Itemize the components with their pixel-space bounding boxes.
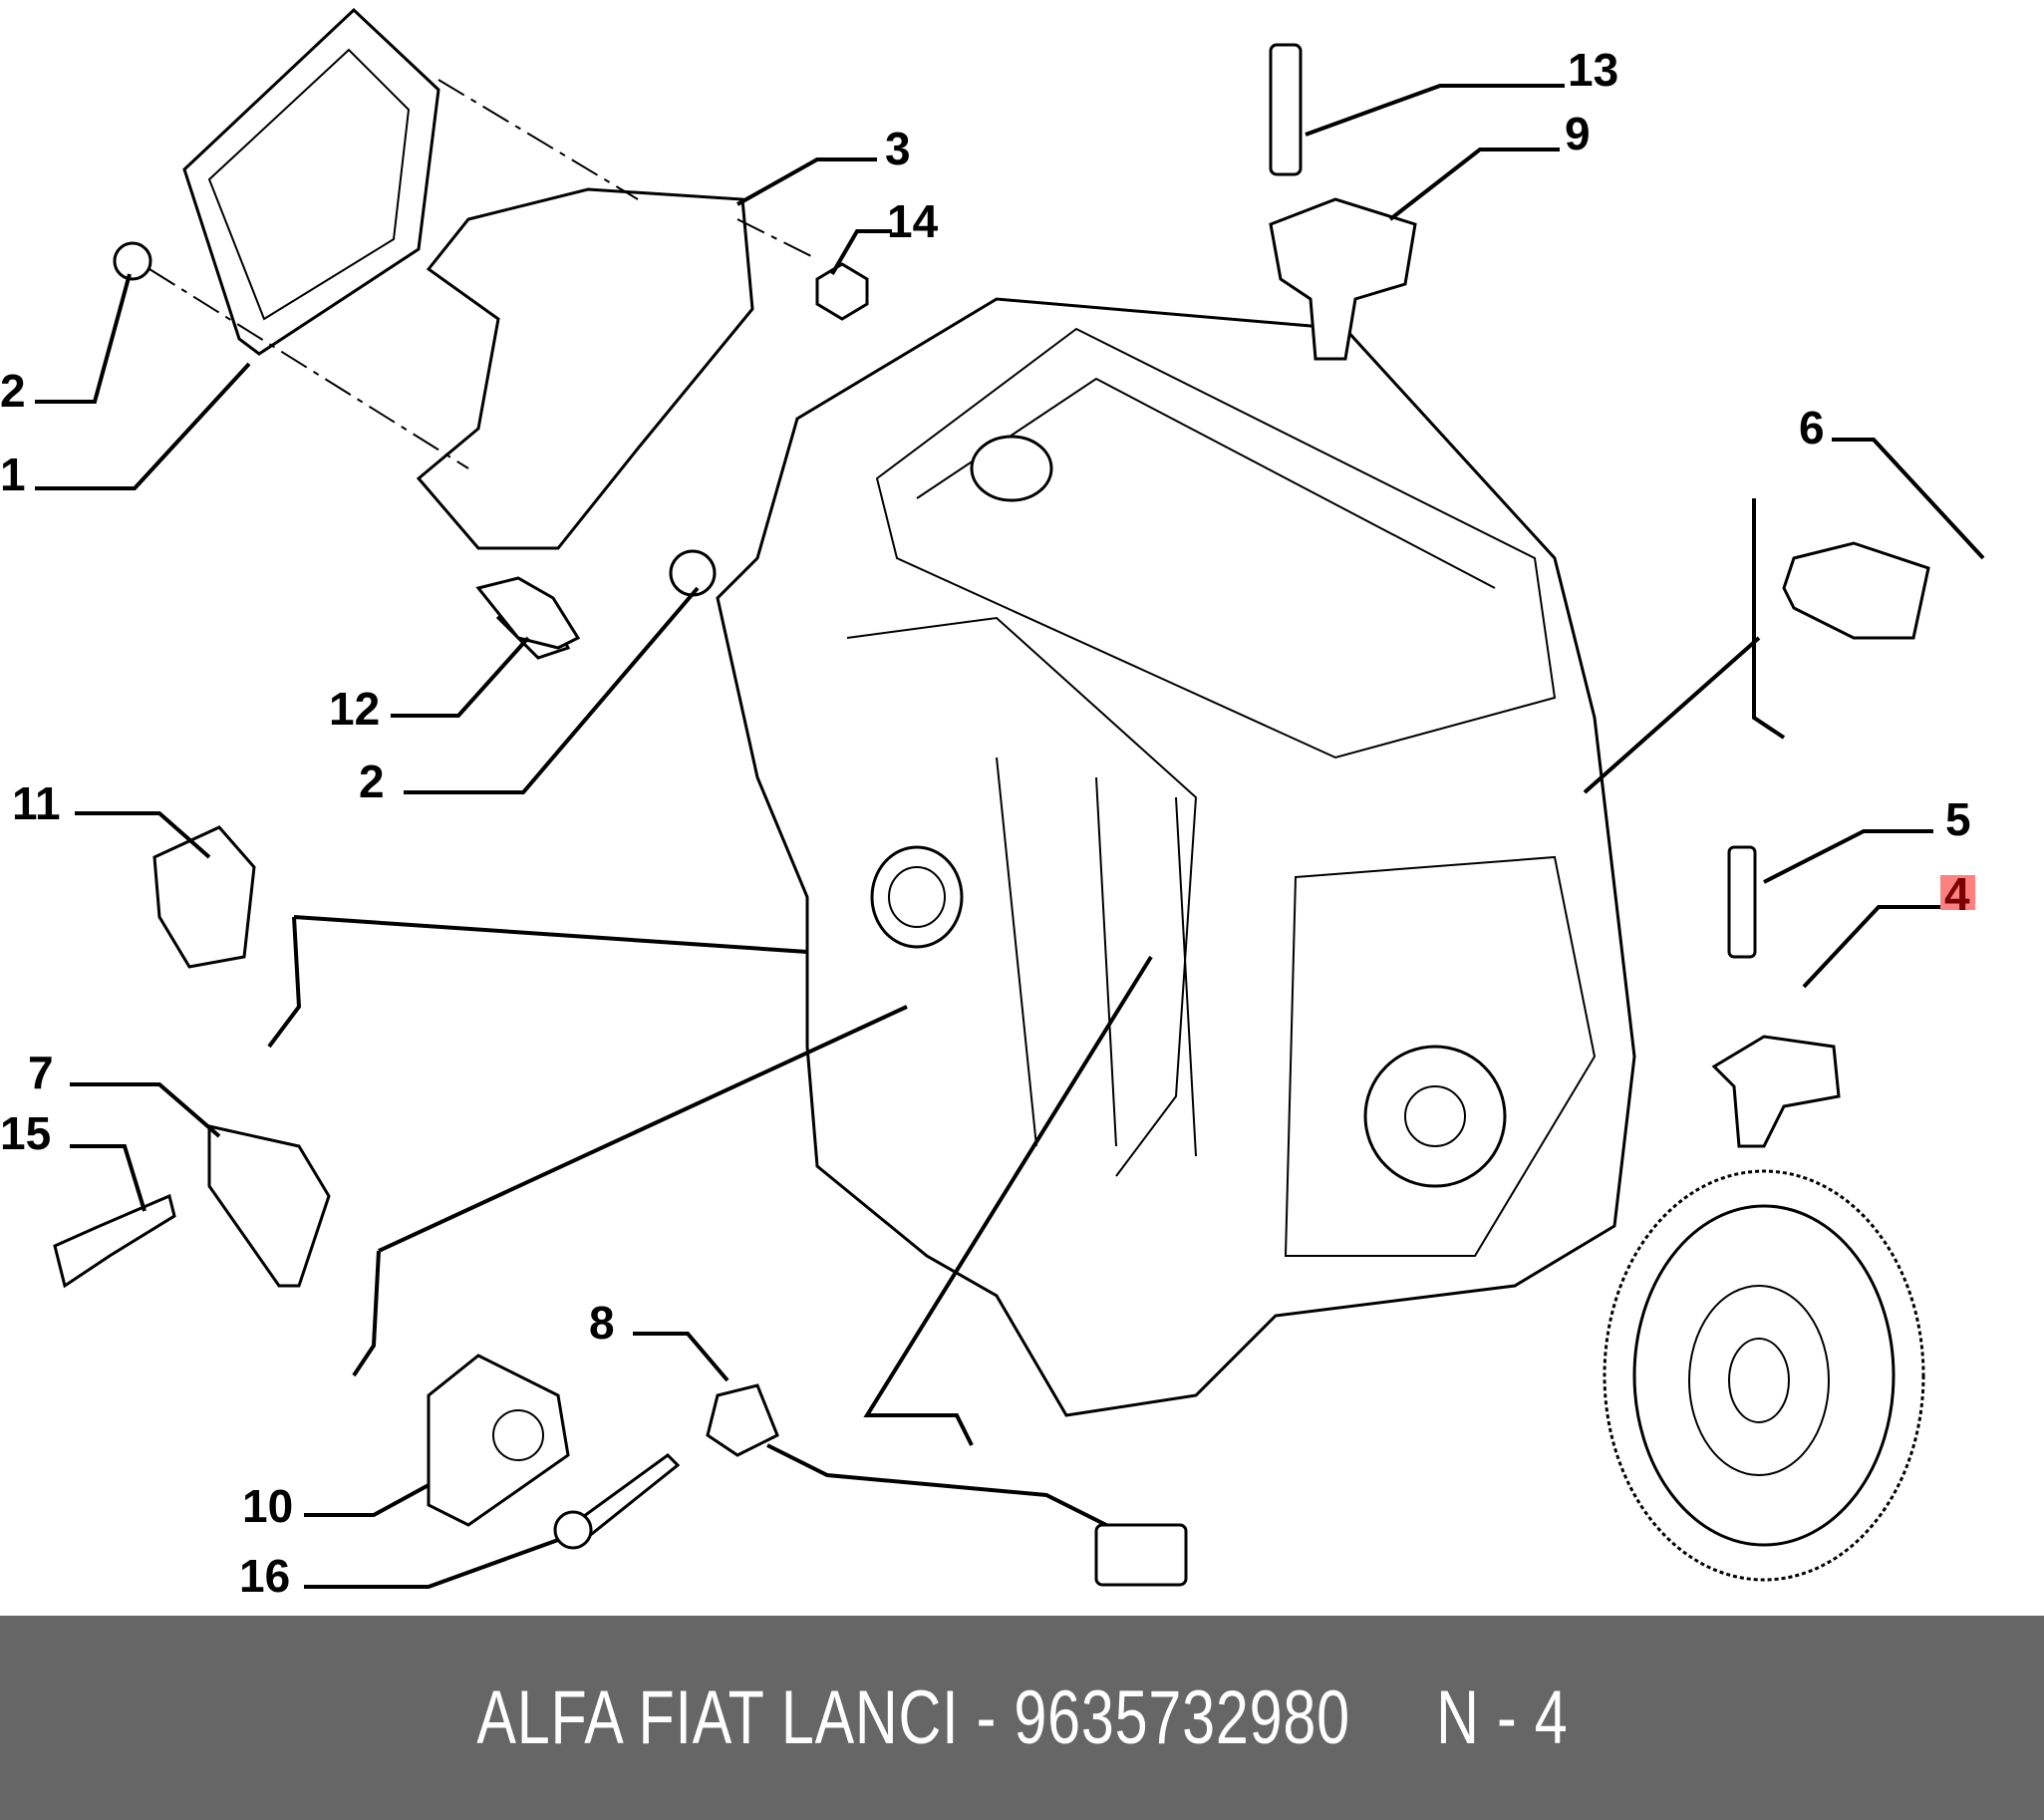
flywheel: [1603, 1169, 1925, 1582]
callout-1[interactable]: 1: [0, 449, 26, 500]
callout-11[interactable]: 11: [12, 777, 61, 829]
callout-15[interactable]: 15: [0, 1107, 51, 1159]
callout-13[interactable]: 13: [1568, 44, 1618, 96]
callout-6[interactable]: 6: [1799, 402, 1825, 454]
callout-14[interactable]: 14: [887, 195, 939, 247]
leader-lines: [35, 84, 1985, 1589]
callout-2-mid[interactable]: 2: [359, 756, 385, 807]
part-number-caption: ALFA FIAT LANCI - 9635732980 N - 4: [475, 1675, 1569, 1760]
callout-10[interactable]: 10: [242, 1480, 293, 1532]
parts-diagram: 13 9 3 14 2 1 6 12 2 11 5 4 7 15 8 10 16: [0, 7, 1985, 1602]
callout-16[interactable]: 16: [239, 1550, 290, 1602]
callout-8[interactable]: 8: [589, 1297, 615, 1349]
footer-bar: ALFA FIAT LANCI - 9635732980 N - 4: [0, 1616, 2044, 1820]
sensors: [53, 43, 1930, 1587]
callout-4-highlight: [1940, 875, 1975, 910]
ecu-and-bracket: [113, 7, 869, 660]
callout-9[interactable]: 9: [1565, 108, 1591, 159]
callout-7[interactable]: 7: [28, 1047, 54, 1098]
callouts: 13 9 3 14 2 1 6 12 2 11 5 4 7 15 8 10 16: [0, 44, 1975, 1602]
callout-3[interactable]: 3: [885, 123, 911, 174]
engine-block: [716, 297, 1636, 1417]
callout-4[interactable]: 4: [1944, 868, 1970, 920]
callout-12[interactable]: 12: [329, 683, 380, 735]
callout-5[interactable]: 5: [1945, 793, 1971, 845]
callout-2-top[interactable]: 2: [0, 365, 26, 417]
